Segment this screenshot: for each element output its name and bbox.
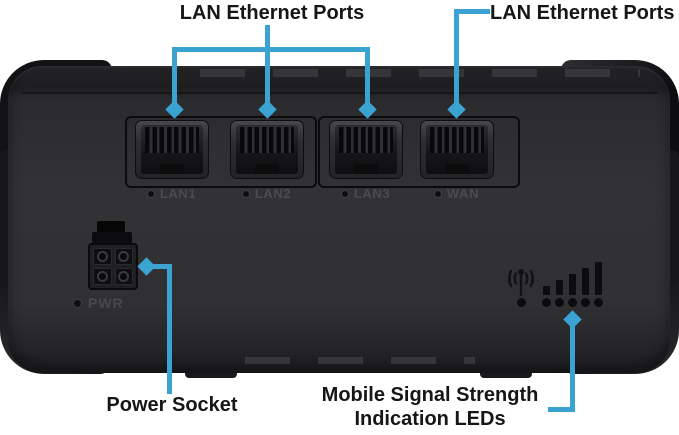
- port-label: WAN: [446, 186, 480, 201]
- port-latch: [160, 164, 184, 174]
- ethernet-port-lan1: [136, 121, 208, 178]
- callout-line: [548, 407, 575, 412]
- port-latch: [354, 164, 378, 174]
- port-opening: [236, 125, 298, 174]
- power-connector-tab-top: [97, 221, 125, 234]
- port-label: LAN1: [159, 186, 197, 201]
- ethernet-port-lan2: [231, 121, 303, 178]
- port-pins: [339, 127, 393, 153]
- signal-led-dot: [594, 298, 603, 307]
- ethernet-port-wan: [421, 121, 493, 178]
- signal-bar-3: [569, 274, 576, 295]
- port-group-lan3-wan: [318, 116, 520, 188]
- port-opening: [426, 125, 488, 174]
- port-pins: [145, 127, 199, 153]
- cellular-antenna-icon: [508, 269, 534, 297]
- pwr-label: PWR: [88, 295, 124, 311]
- power-socket: [88, 243, 138, 290]
- port-label: LAN2: [254, 186, 292, 201]
- port-group-lan1-lan2: [125, 116, 317, 188]
- signal-label-line2: Indication LEDs: [354, 408, 506, 430]
- callout-line: [454, 9, 459, 105]
- ethernet-port-lan3: [330, 121, 402, 178]
- signal-led-dot: [517, 298, 526, 307]
- bottom-grip-notches: [245, 357, 475, 364]
- power-connector-tab: [92, 232, 132, 246]
- callout-label-power: Power Socket: [106, 394, 238, 416]
- wan-led-dot: [434, 190, 441, 197]
- signal-label-line1: Mobile Signal Strength: [321, 384, 539, 406]
- power-pin: [93, 248, 112, 265]
- port-latch: [445, 164, 469, 174]
- callout-line: [265, 47, 270, 105]
- callout-line: [172, 47, 177, 105]
- callout-line: [172, 47, 370, 52]
- lan3-led-dot: [341, 190, 348, 197]
- signal-bar-5: [595, 262, 602, 295]
- port-pins: [240, 127, 294, 153]
- power-pin: [114, 268, 133, 285]
- callout-label-lan-right: LAN Ethernet Ports: [490, 2, 675, 24]
- callout-line: [150, 264, 172, 269]
- callout-line: [570, 323, 575, 412]
- callout-line: [454, 9, 490, 14]
- signal-led-dot: [581, 298, 590, 307]
- callout-line: [167, 264, 172, 394]
- port-caption-wan: WAN: [415, 186, 499, 201]
- port-pins: [430, 127, 484, 153]
- callout-label-signal: Mobile Signal Strength Indication LEDs: [308, 383, 552, 431]
- power-pin: [93, 268, 112, 285]
- signal-bar-4: [582, 268, 589, 295]
- port-opening: [335, 125, 397, 174]
- power-pin: [114, 248, 133, 265]
- pwr-caption: PWR: [74, 295, 124, 311]
- lan2-led-dot: [242, 190, 249, 197]
- callout-line: [365, 47, 370, 105]
- callout-line: [265, 25, 270, 50]
- signal-bar-1: [543, 286, 550, 295]
- signal-bar-2: [556, 280, 563, 295]
- pwr-led-dot: [74, 299, 81, 307]
- port-caption-lan1: LAN1: [130, 186, 214, 201]
- signal-led-dot: [568, 298, 577, 307]
- top-grip-notches: [200, 69, 640, 77]
- port-caption-lan2: LAN2: [225, 186, 309, 201]
- signal-led-dot: [555, 298, 564, 307]
- callout-label-lan-left: LAN Ethernet Ports: [179, 2, 365, 24]
- signal-led-dot: [542, 298, 551, 307]
- port-latch: [255, 164, 279, 174]
- top-seam: [22, 92, 658, 94]
- lan1-led-dot: [147, 190, 154, 197]
- port-label: LAN3: [353, 186, 391, 201]
- port-opening: [141, 125, 203, 174]
- port-caption-lan3: LAN3: [324, 186, 408, 201]
